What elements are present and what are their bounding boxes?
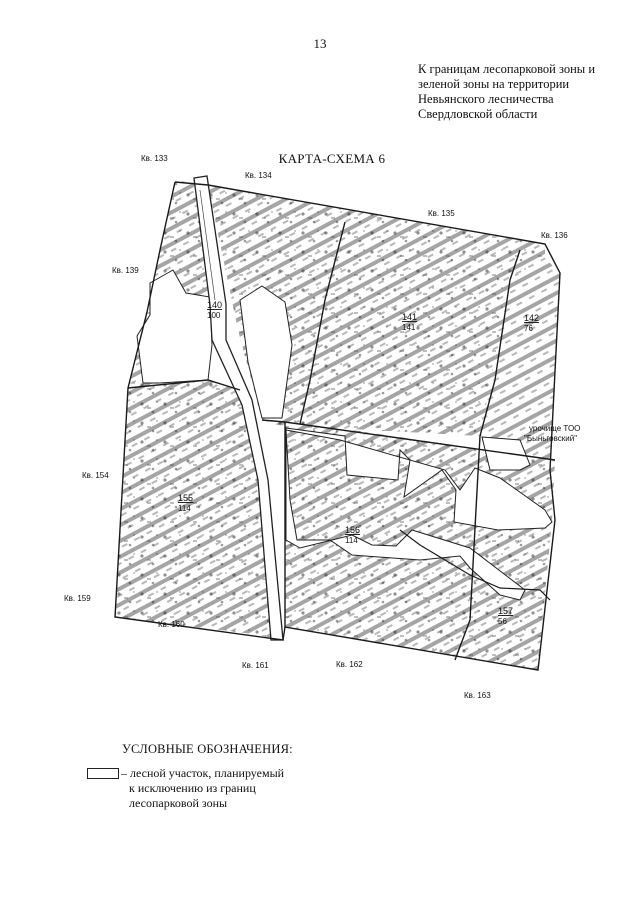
quarter-label-136: Кв. 136	[541, 231, 568, 240]
excluded-area	[239, 285, 293, 419]
parcel-141-number: 141	[402, 312, 417, 322]
parcel-156-area-value: 114	[345, 536, 358, 545]
map-title: КАРТА-СХЕМА 6	[278, 151, 386, 166]
legend-line: – лесной участок, планируемый	[121, 766, 285, 780]
excluded-area	[285, 427, 553, 601]
header-note-line: Свердловской области	[418, 107, 538, 121]
parcel-boundaries	[114, 181, 561, 671]
quarter-label-135: Кв. 135	[428, 209, 455, 218]
quarter-line	[299, 221, 346, 425]
quarter-label-133: Кв. 133	[141, 154, 168, 163]
quarter-line	[454, 249, 521, 661]
quarter-label-154: Кв. 154	[82, 471, 109, 480]
parcel-157-area-value: 56	[498, 617, 507, 626]
quarter-label-160: Кв. 160	[158, 620, 185, 629]
quarter-labels: Кв. 133 Кв. 134 Кв. 135 Кв. 136 Кв. 139 …	[64, 154, 568, 700]
outer-boundary	[114, 181, 561, 671]
quarter-line	[127, 379, 241, 391]
header-note: К границам лесопарковой зоны и зеленой з…	[418, 62, 628, 122]
parcel-labels: 140 100 141 141 142 76 155 114 156 114 1…	[178, 300, 539, 626]
parcel-141-area-texture	[208, 185, 545, 436]
parcel-140-number: 140	[207, 300, 222, 310]
legend-text: – лесной участок, планируемый к исключен…	[121, 766, 284, 811]
page-number: 13	[313, 36, 327, 51]
quarter-label-162: Кв. 162	[336, 660, 363, 669]
quarter-label-134: Кв. 134	[245, 171, 272, 180]
header-note-line: К границам лесопарковой зоны и	[418, 62, 596, 76]
parcel-155-area-texture	[115, 380, 283, 640]
ravine-line	[399, 529, 551, 601]
header-note-line: Невьянского лесничества	[418, 92, 554, 106]
tract-label-line: "Быньговский"	[524, 434, 577, 443]
parcel-142-number: 142	[524, 313, 539, 323]
parcel-155-number: 155	[178, 493, 193, 503]
parcel-157-number: 157	[498, 606, 513, 616]
parcel-155-area-value: 114	[178, 504, 191, 513]
parcel-142-area	[480, 258, 560, 470]
tract-label: урочище ТОО "Быньговский"	[524, 424, 580, 443]
parcel-156-number: 156	[345, 525, 360, 535]
header-note-line: зеленой зоны на территории	[418, 77, 570, 91]
parcel-141-area-value: 141	[402, 323, 416, 332]
parcel-142-area-value: 76	[524, 324, 533, 333]
parcel-140-area-value: 100	[207, 311, 221, 320]
quarter-label-163: Кв. 163	[464, 691, 491, 700]
legend-line: к исключению из границ	[129, 781, 256, 795]
quarter-label-159: Кв. 159	[64, 594, 91, 603]
quarter-label-161: Кв. 161	[242, 661, 269, 670]
tract-label-line: урочище ТОО	[529, 424, 580, 433]
legend-swatch	[87, 768, 119, 779]
quarter-label-139: Кв. 139	[112, 266, 139, 275]
legend-line: лесопарковой зоны	[129, 796, 228, 810]
legend-title: УСЛОВНЫЕ ОБОЗНАЧЕНИЯ:	[122, 742, 293, 756]
